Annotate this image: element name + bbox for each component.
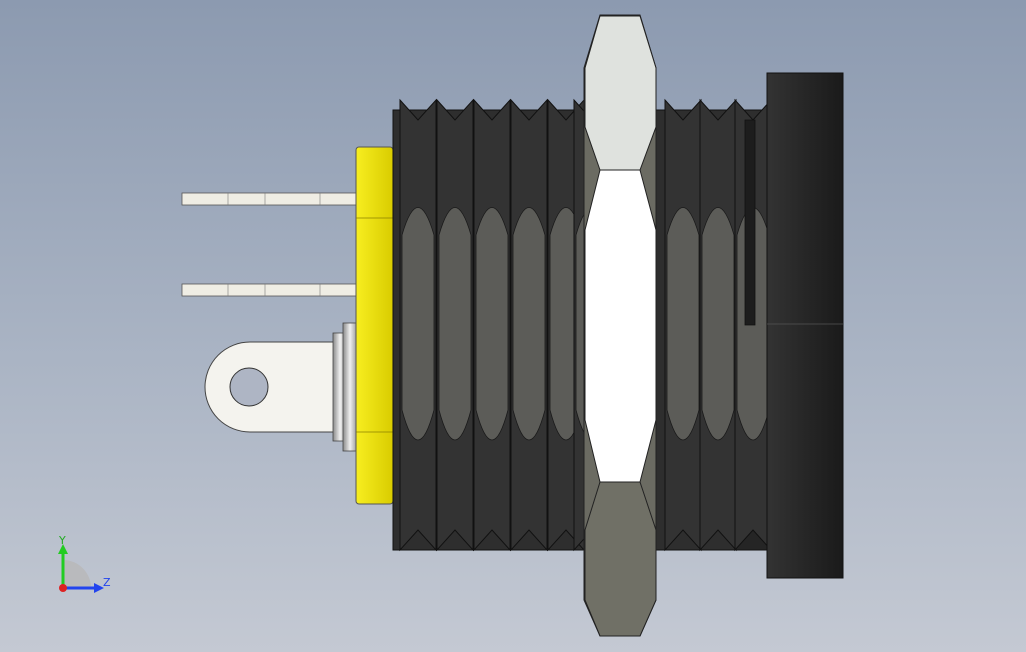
z-axis-label: Z bbox=[103, 576, 111, 589]
solder-pin-top[interactable] bbox=[181, 192, 357, 206]
threaded-barrel[interactable] bbox=[392, 98, 772, 552]
thread-facet bbox=[475, 207, 509, 441]
thread-facet bbox=[401, 207, 435, 441]
thread-facet bbox=[666, 207, 700, 441]
solder-pin-middle[interactable] bbox=[181, 283, 357, 297]
orientation-triad: Y Z bbox=[58, 534, 111, 593]
front-cap[interactable] bbox=[766, 72, 844, 579]
thread-facet bbox=[701, 207, 735, 441]
nut-upper-face bbox=[584, 15, 657, 171]
nut-lower-face bbox=[584, 481, 657, 637]
y-axis-label: Y bbox=[58, 534, 66, 547]
yellow-base[interactable] bbox=[355, 146, 394, 505]
thread-facet bbox=[512, 207, 546, 441]
nut-center-face bbox=[584, 169, 657, 483]
keyway-notch bbox=[744, 119, 756, 326]
center-sleeve bbox=[332, 322, 358, 452]
hex-nut[interactable] bbox=[583, 14, 657, 637]
lug-hole bbox=[229, 367, 269, 407]
thread-facet bbox=[438, 207, 472, 441]
triad-quadrant bbox=[63, 560, 91, 588]
x-axis-dot bbox=[59, 584, 67, 592]
ground-lug[interactable] bbox=[204, 341, 336, 433]
